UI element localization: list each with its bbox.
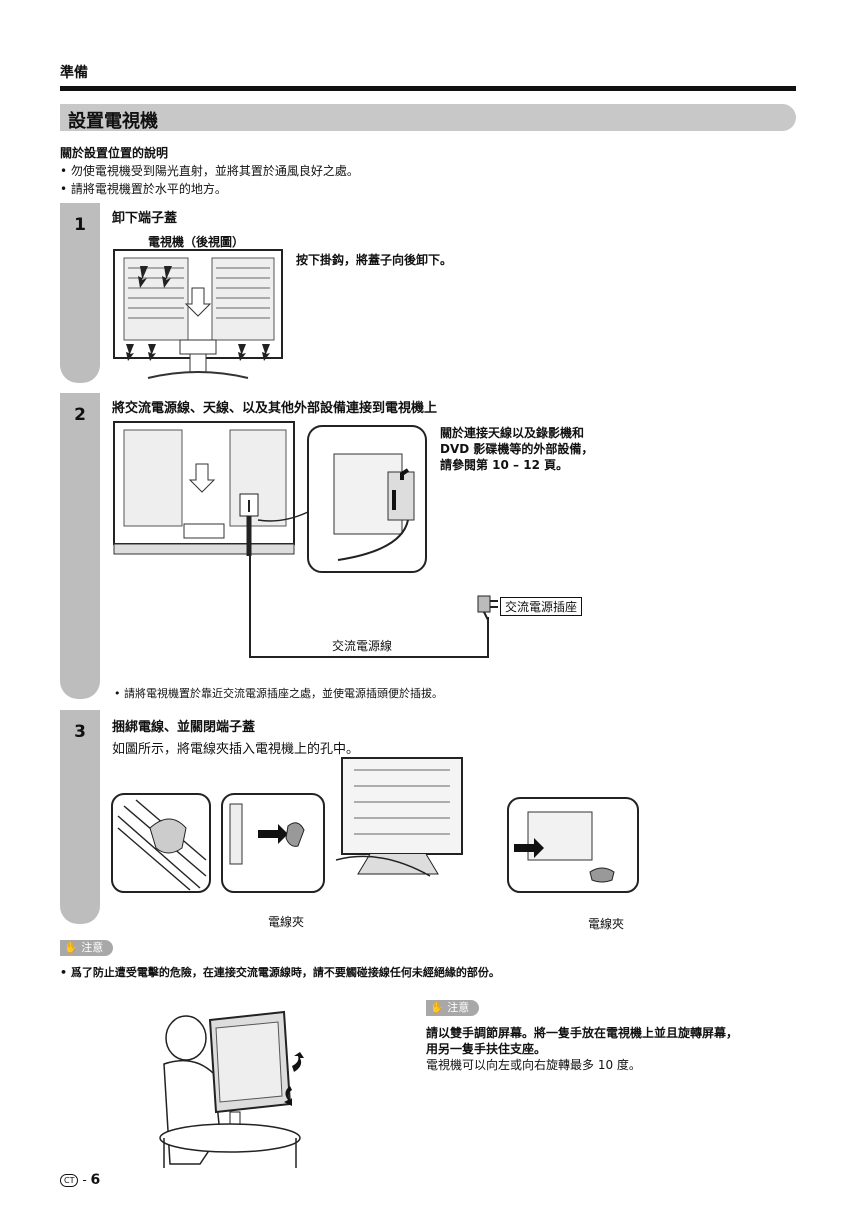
page-title-bar: 設置電視機: [60, 104, 796, 132]
placement-heading: 關於設置位置的說明: [60, 146, 169, 160]
caution-badge-2: ✋ 注意: [426, 1000, 480, 1016]
caution-2-bold-line-2: 用另一隻手扶住支座。: [426, 1042, 547, 1056]
step-1-diagram-label: 電視機（後視圖）: [148, 235, 245, 249]
step-2-bullet: • 請將電視機置於靠近交流電源插座之處，並使電源插頭便於插拔。: [114, 687, 443, 700]
step-2-title: 將交流電源線、天線、以及其他外部設備連接到電視機上: [112, 401, 438, 416]
caution-text: • 爲了防止遭受電擊的危險，在連接交流電源線時，請不要觸碰接線任何未經絕緣的部份…: [60, 966, 500, 979]
power-cord-label: 交流電源線: [332, 639, 393, 653]
placement-bullet-2: • 請將電視機置於水平的地方。: [60, 182, 227, 196]
caution-badge-2-label: 注意: [447, 1001, 470, 1014]
step-1-bar: 1: [60, 203, 100, 383]
step-3-number: 3: [74, 722, 86, 742]
header-rule: [60, 86, 796, 91]
cable-clip-illustration: [111, 756, 639, 893]
step-3-description: 如圖所示，將電線夾插入電視機上的孔中。: [112, 742, 360, 757]
step-2-number: 2: [74, 405, 86, 425]
step-3-title: 捆綁電線、並關閉端子蓋: [112, 720, 256, 735]
footer-separator: -: [82, 1173, 87, 1187]
step-3-bar: 3: [60, 710, 100, 924]
clip-label-left: 電線夾: [268, 915, 305, 929]
caution-hand-icon: ✋: [64, 941, 82, 954]
section-label: 準備: [60, 65, 88, 81]
lang-code-badge: CT: [60, 1174, 79, 1187]
step-2-bar: 2: [60, 393, 100, 699]
page-number: 6: [90, 1172, 101, 1188]
placement-bullet-1: • 勿使電視機受到陽光直射，並將其置於通風良好之處。: [60, 164, 359, 178]
step-2-note: 關於連接天線以及錄影機和 DVD 影碟機等的外部設備， 請參閱第 10 – 12…: [440, 425, 593, 473]
step-2-note-line-3: 請參閱第 10 – 12 頁。: [440, 458, 569, 472]
page-title: 設置電視機: [68, 111, 158, 132]
step-1-note: 按下掛鈎，將蓋子向後卸下。: [296, 253, 453, 267]
caution-badge: ✋ 注意: [60, 940, 114, 956]
ac-outlet-label: 交流電源插座: [500, 597, 583, 616]
tv-rear-view-illustration: [113, 249, 283, 379]
person-rotating-tv-illustration: [159, 1010, 304, 1168]
caution-2-normal-line: 電視機可以向左或向右旋轉最多 10 度。: [426, 1058, 641, 1072]
page-footer: CT - 6: [60, 1172, 100, 1188]
step-1-title: 卸下端子蓋: [112, 211, 178, 226]
ac-outlet-plug-icon: [477, 595, 498, 620]
step-2-note-line-1: 關於連接天線以及錄影機和: [440, 426, 585, 440]
power-cord-line: [249, 555, 489, 658]
clip-label-right: 電線夾: [588, 917, 625, 931]
caution-badge-label: 注意: [81, 941, 104, 954]
caution-hand-icon-2: ✋: [430, 1001, 448, 1014]
caution-2-bold-line-1: 請以雙手調節屏幕。將一隻手放在電視機上並且旋轉屏幕，: [426, 1026, 739, 1040]
tv-connection-illustration: [113, 421, 427, 573]
step-1-number: 1: [74, 215, 86, 235]
step-2-note-line-2: DVD 影碟機等的外部設備，: [440, 442, 594, 456]
